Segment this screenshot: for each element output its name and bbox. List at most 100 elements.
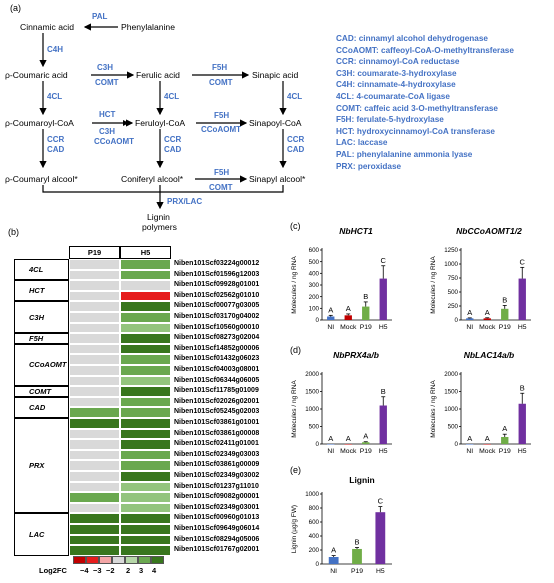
enzyme-f5h-3: F5H (214, 168, 230, 177)
heatmap-cell-p19 (69, 534, 120, 546)
heatmap-cell-p19 (69, 290, 120, 302)
panel-label-b: (b) (8, 227, 19, 237)
enzyme-cad-2: CAD (164, 145, 182, 154)
heatmap-family-label: HCT (29, 286, 45, 296)
heatmap-gene-label: Niben101Scf03861g00009 (174, 461, 260, 469)
heatmap-cell-h5 (120, 502, 171, 514)
heatmap-cell-h5 (120, 481, 171, 493)
enzyme-pal: PAL (92, 12, 108, 21)
significance-letter: A (502, 424, 507, 433)
heatmap-cell-p19 (69, 481, 120, 493)
x-tick-label: P19 (351, 568, 363, 575)
enzyme-comt-2: COMT (209, 78, 233, 87)
y-tick-label: 0 (455, 317, 459, 324)
y-tick-label: 1500 (444, 389, 458, 396)
chart-title: NbCCoAOMT1/2 (456, 226, 522, 236)
scale-title: Log2FC (39, 566, 67, 575)
heatmap-gene-label: Niben101Scf04003g08001 (174, 366, 260, 373)
x-tick-label: NI (327, 448, 334, 455)
y-tick-label: 500 (448, 289, 459, 296)
x-tick-label: NI (466, 324, 473, 331)
heatmap-family-label: COMT (29, 386, 52, 396)
scale-label: −4 (80, 566, 89, 575)
heatmap-family-group: HCT (14, 280, 69, 302)
heatmap-family-group: LAC (14, 513, 69, 556)
y-tick-label: 500 (448, 424, 459, 431)
bar (327, 316, 335, 320)
abbreviation-item: 4CL: 4-coumarate-CoA ligase (336, 91, 450, 101)
enzyme-comt-3: COMT (209, 183, 233, 192)
bar (379, 278, 387, 320)
heatmap-cell-h5 (120, 524, 171, 535)
significance-letter: A (331, 546, 336, 555)
enzyme-hct: HCT (99, 110, 116, 119)
heatmap-cell-h5 (120, 280, 171, 291)
scale-label: −2 (106, 566, 115, 575)
heatmap-cell-h5 (120, 386, 171, 397)
compound-sinapic-acid: Sinapic acid (252, 70, 299, 80)
heatmap-family-label: 4CL (29, 265, 44, 275)
chart-title: NbPRX4a/b (333, 350, 379, 360)
heatmap-cell-p19 (69, 343, 120, 355)
x-tick-label: Mock (479, 448, 496, 455)
heatmap-cell-h5 (120, 471, 171, 482)
heatmap-cell-h5 (120, 259, 171, 270)
significance-letter: B (520, 383, 525, 392)
scale-swatch (138, 556, 151, 564)
compound-coumaroyl-coa: ρ-Coumaroyl-CoA (5, 118, 74, 128)
scale-swatch (99, 556, 112, 564)
heatmap-gene-label: Niben101Scf10560g00010 (174, 323, 260, 331)
heatmap-cell-p19 (69, 322, 120, 334)
panel-label-d: (d) (290, 345, 301, 355)
chart-title: NbLAC14a/b (464, 350, 515, 360)
scale-label: 4 (152, 566, 157, 575)
heatmap-gene-label: Niben101Scf01237g11010 (174, 482, 259, 490)
heatmap-cell-p19 (69, 301, 120, 312)
bar (328, 557, 339, 564)
abbreviation-item: PRX: peroxidase (336, 161, 402, 171)
significance-letter: A (346, 304, 351, 313)
significance-letter: B (381, 387, 386, 396)
heatmap-gene-label: Niben101Scf03170g04002 (174, 313, 260, 320)
heatmap-family-label: LAC (29, 530, 45, 540)
heatmap-gene-label: Niben101Scf03224g00012 (174, 260, 260, 267)
heatmap-cell-h5 (120, 354, 171, 365)
x-tick-label: H5 (379, 324, 388, 331)
heatmap-cell-h5 (120, 365, 171, 376)
significance-letter: A (328, 305, 333, 314)
heatmap-gene-label: Niben101Scf02349g03003 (174, 450, 260, 458)
heatmap-cell-h5 (120, 312, 171, 323)
heatmap-cell-h5 (120, 513, 171, 524)
heatmap-cell-h5 (120, 343, 171, 355)
heatmap-gene-label: Niben101Scf09082g00001 (174, 493, 260, 501)
heatmap-cell-h5 (120, 418, 171, 429)
heatmap-cell-h5 (120, 428, 171, 440)
y-tick-label: 500 (309, 424, 320, 431)
heatmap-family-label: CCoAOMT (29, 360, 67, 370)
bar (352, 548, 362, 564)
bar (375, 512, 386, 564)
heatmap-cell-p19 (69, 386, 120, 397)
heatmap-cell-h5 (120, 449, 171, 461)
chart-title: NbHCT1 (339, 226, 373, 236)
y-axis-label: Molecules / ng RNA (430, 380, 437, 438)
y-tick-label: 0 (316, 561, 320, 568)
abbreviation-item: PAL: phenylalanine ammonia lyase (336, 149, 473, 159)
heatmap-cell-p19 (69, 333, 120, 344)
y-tick-label: 1250 (444, 247, 458, 254)
heatmap-cell-p19 (69, 312, 120, 323)
significance-letter: A (346, 434, 351, 443)
heatmap-gene-label: Niben101Scf09649g06014 (174, 525, 260, 532)
heatmap-cell-h5 (120, 269, 171, 281)
heatmap-family-group: CAD (14, 396, 69, 418)
enzyme-4cl-3: 4CL (287, 92, 303, 101)
x-tick-label: H5 (518, 324, 527, 331)
heatmap-cell-p19 (69, 449, 120, 461)
enzyme-f5h-2: F5H (214, 111, 230, 120)
heatmap-gene-label: Niben101Scf09928g01001 (174, 281, 260, 289)
y-tick-label: 2000 (305, 371, 319, 378)
heatmap-cell-h5 (120, 333, 171, 344)
heatmap-family-label: PRX (29, 461, 45, 471)
compound-coumaric-acid: ρ-Coumaric acid (5, 70, 68, 80)
